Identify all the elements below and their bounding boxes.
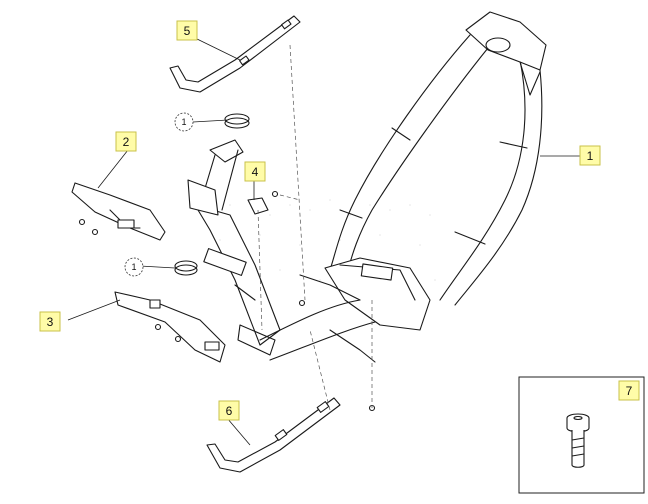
small-bracket-part [247, 190, 376, 412]
callout-2: 2 [115, 131, 137, 152]
callout-4-label: 4 [252, 165, 259, 179]
reference-lower-label: 1 [131, 262, 136, 272]
bolt-icon [566, 413, 590, 468]
callout-5-label: 5 [184, 24, 191, 38]
reference-circle-upper: 1 [174, 112, 194, 132]
upper-strap-part [169, 15, 301, 93]
leader-lines [67, 37, 580, 446]
reference-circle-lower: 1 [124, 257, 144, 277]
reference-upper-label: 1 [181, 117, 186, 127]
lower-bracket-part [114, 291, 226, 363]
callout-5: 5 [176, 20, 198, 41]
callout-1-label: 1 [587, 149, 594, 163]
grommet-lower [174, 260, 198, 276]
main-frame-part [187, 11, 547, 363]
callout-3-label: 3 [47, 315, 54, 329]
callout-1: 1 [579, 145, 601, 166]
inset-part-7: 7 [518, 376, 645, 494]
alignment-lines [257, 44, 373, 411]
lower-strap-part [206, 397, 341, 473]
upper-bracket-part [71, 182, 166, 241]
callout-6-label: 6 [226, 404, 233, 418]
callout-3: 3 [39, 311, 61, 332]
callout-7-label: 7 [626, 384, 633, 398]
callout-6: 6 [218, 400, 240, 421]
callout-4: 4 [244, 161, 266, 182]
callout-2-label: 2 [123, 135, 130, 149]
grommet-upper [224, 113, 250, 129]
